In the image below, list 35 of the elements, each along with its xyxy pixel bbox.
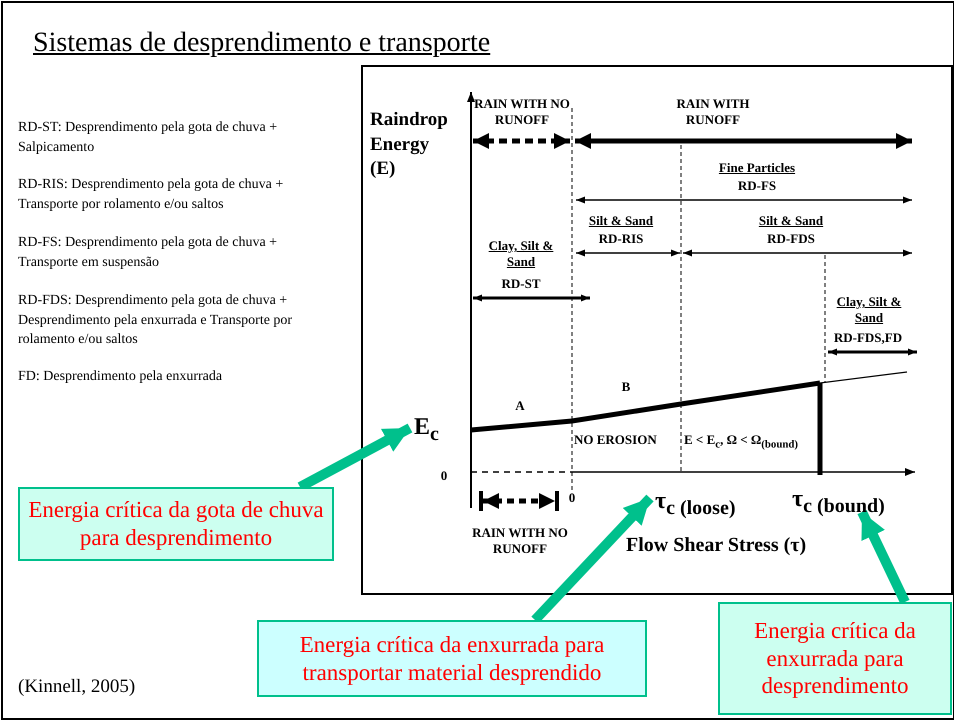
definition-note: RD-RIS: Desprendimento pela gota de chuva + Transporte por rolamento e/ou saltos xyxy=(18,176,284,214)
region-label: E < E$_{c}$, Ω < Ω$_{(bound)}$ xyxy=(684,432,800,452)
axis-tick-label: τ$_{c (bound)}$ xyxy=(792,485,885,518)
range-label: Silt & Sand xyxy=(588,213,654,229)
range-label: RAIN WITH NO RUNOFF xyxy=(472,525,568,556)
citation: (Kinnell, 2005) xyxy=(18,676,136,699)
callout-box: Energia crítica da gota de chuva para desprendimento xyxy=(18,487,334,561)
range-label: RD-FDS xyxy=(766,231,816,247)
region-label: A xyxy=(514,398,526,414)
definition-note: FD: Desprendimento pela enxurrada xyxy=(18,368,224,386)
range-label: Silt & Sand xyxy=(758,213,824,229)
slide-title: Sistemas de desprendimento e transporte xyxy=(33,26,490,60)
axis-tick-label: τ$_{c (loose)}$ xyxy=(655,487,736,520)
callout-box: Energia crítica da enxurrada para transportar material desprendido xyxy=(257,620,647,697)
range-label: RD-FS xyxy=(736,178,778,194)
axis-title: Raindrop Energy (E) xyxy=(370,108,449,182)
range-label: Fine Particles xyxy=(718,160,796,176)
range-label: RAIN WITH RUNOFF xyxy=(675,96,751,128)
callout-box: Energia crítica da enxurrada para desprendimento xyxy=(718,602,952,715)
definition-note: RD-FS: Desprendimento pela gota de chuva + Transporte em suspensão xyxy=(18,234,278,272)
axis-tick-label: 0 xyxy=(568,490,576,506)
range-label: RD-RIS xyxy=(598,231,644,247)
range-label: Clay, Silt & Sand xyxy=(836,294,902,326)
range-label: RD-FDS,FD xyxy=(832,330,904,346)
definition-note: RD-ST: Desprendimento pela gota de chuva + Salpicamento xyxy=(18,119,278,157)
axis-tick-label: E$_{c}$ xyxy=(414,413,439,446)
axis-tick-label: 0 xyxy=(440,468,448,484)
range-label: RD-ST xyxy=(500,276,542,292)
region-label: B xyxy=(620,379,632,395)
definition-note: RD-FDS: Desprendimento pela gota de chuva + Desprendimento pela enxurrada e Transporte por rolamento e/ou saltos xyxy=(18,292,294,350)
axis-title: Flow Shear Stress (τ) xyxy=(626,533,808,557)
range-label: Clay, Silt & Sand xyxy=(488,238,554,270)
range-label: RAIN WITH NO RUNOFF xyxy=(474,96,570,128)
callout-arrow xyxy=(857,510,910,604)
region-label: NO EROSION xyxy=(574,432,658,448)
